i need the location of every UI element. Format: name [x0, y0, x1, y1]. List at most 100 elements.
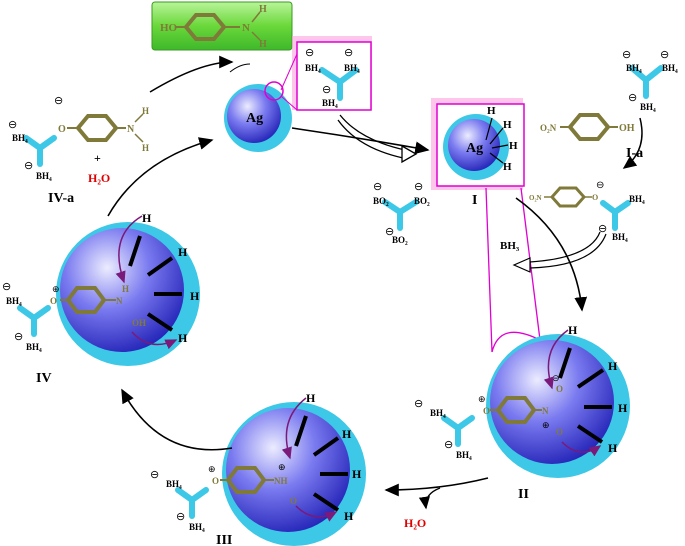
- svg-text:H: H: [618, 401, 628, 415]
- svg-text:⊖: ⊖: [660, 49, 669, 61]
- bo2-byproduct: ⊖ BO₂ ⊖ BO₂ ⊖ BO₂: [373, 181, 430, 245]
- svg-text:O: O: [58, 124, 66, 135]
- svg-text:⊕: ⊕: [52, 284, 60, 294]
- stage-III-label: III: [216, 533, 232, 546]
- svg-text:BH₄: BH₄: [189, 522, 205, 532]
- svg-text:⊖: ⊖: [54, 95, 63, 107]
- svg-text:BH₄: BH₄: [12, 133, 28, 143]
- svg-text:H: H: [342, 427, 352, 441]
- svg-text:BH₄: BH₄: [322, 98, 338, 108]
- svg-text:⊖: ⊖: [305, 47, 314, 59]
- svg-text:⊕: ⊕: [208, 464, 216, 474]
- svg-text:⊖: ⊖: [322, 84, 331, 96]
- svg-text:⊖: ⊖: [344, 47, 353, 59]
- svg-text:H: H: [608, 359, 618, 373]
- svg-text:BH₄: BH₄: [26, 342, 42, 352]
- svg-text:BH₄: BH₄: [6, 296, 22, 306]
- svg-text:OH: OH: [132, 318, 146, 328]
- svg-text:H: H: [178, 245, 188, 259]
- svg-text:Ag: Ag: [466, 141, 483, 156]
- svg-text:H: H: [259, 4, 267, 15]
- svg-text:⊖: ⊖: [8, 119, 17, 131]
- svg-text:H: H: [487, 105, 496, 117]
- svg-text:⊕: ⊕: [478, 394, 486, 404]
- svg-text:OH: OH: [619, 123, 635, 134]
- svg-text:H: H: [503, 119, 512, 131]
- svg-text:H: H: [142, 143, 149, 153]
- svg-text:BH₄: BH₄: [430, 408, 446, 418]
- svg-text:⊖: ⊖: [598, 223, 607, 235]
- stage-II-label: II: [518, 487, 529, 502]
- ag-label: Ag: [246, 111, 263, 126]
- svg-text:⊖: ⊖: [552, 373, 560, 383]
- svg-text:H: H: [190, 289, 200, 303]
- svg-text:H: H: [306, 391, 316, 405]
- svg-text:⊖: ⊖: [150, 469, 159, 481]
- svg-text:H: H: [259, 39, 267, 50]
- svg-text:⊖: ⊖: [414, 181, 423, 193]
- svg-text:BH₄: BH₄: [344, 63, 360, 73]
- svg-text:H: H: [352, 467, 362, 481]
- svg-text:⊖: ⊖: [385, 226, 394, 238]
- svg-text:BO₂: BO₂: [414, 196, 430, 206]
- svg-text:H: H: [142, 211, 152, 225]
- svg-text:H: H: [509, 140, 518, 152]
- svg-text:O₂N: O₂N: [529, 194, 542, 202]
- svg-text:O: O: [483, 406, 490, 416]
- svg-text:H: H: [142, 106, 149, 116]
- stage-III: H H H H O ⊕ NH ⊕ O III: [208, 391, 366, 546]
- svg-text:⊕: ⊕: [542, 420, 550, 430]
- svg-text:NH: NH: [274, 476, 288, 486]
- stage-IVa-label: IV-a: [48, 191, 74, 206]
- n-label: N: [242, 22, 250, 34]
- svg-text:BH₄: BH₄: [626, 63, 642, 73]
- svg-text:⊖: ⊖: [444, 439, 453, 451]
- svg-text:⊖: ⊖: [373, 181, 382, 193]
- svg-text:O: O: [290, 496, 297, 506]
- h2o-II-label: H₂O: [404, 516, 426, 530]
- nitrophenolate-bh4: O₂N O ⊖ BH₄ ⊖ BH₄: [529, 180, 645, 242]
- ag-nanoparticle: Ag: [224, 81, 292, 152]
- svg-text:H: H: [178, 331, 188, 345]
- stage-IV-label: IV: [36, 371, 52, 386]
- stage-IV: H H H H O ⊕ N H OH IV: [36, 211, 200, 386]
- stage-I: Ag H H H H I: [431, 98, 525, 208]
- svg-text:H: H: [344, 509, 354, 523]
- stage-IVa: ⊖ BH₄ ⊖ BH₄ ⊖ O N H H + H₂O IV-a: [8, 95, 149, 206]
- h2o-IVa-label: H₂O: [88, 171, 110, 185]
- svg-text:N: N: [542, 406, 549, 416]
- svg-text:BH₄: BH₄: [456, 450, 472, 460]
- svg-text:O₂N: O₂N: [540, 123, 557, 133]
- bh3-label: BH₃: [500, 240, 520, 252]
- bh4-zoom-box: ⊖ BH₄ ⊖ BH₄ ⊖ BH₄: [280, 36, 372, 111]
- svg-text:⊖: ⊖: [24, 160, 33, 172]
- svg-text:⊖: ⊖: [596, 180, 604, 191]
- svg-text:⊖: ⊖: [628, 92, 637, 104]
- bh4-reagent-topright: ⊖ BH₄ ⊖ BH₄ ⊖ BH₄: [622, 49, 678, 112]
- svg-text:+: +: [94, 151, 101, 165]
- svg-text:BH₄: BH₄: [36, 171, 52, 181]
- svg-text:BH₄: BH₄: [166, 479, 182, 489]
- svg-text:N: N: [127, 124, 135, 135]
- svg-text:O: O: [556, 427, 563, 437]
- svg-text:⊖: ⊖: [2, 281, 11, 293]
- svg-text:N: N: [116, 296, 123, 306]
- svg-text:BH₄: BH₄: [612, 232, 628, 242]
- svg-text:⊖: ⊖: [414, 398, 423, 410]
- svg-text:O: O: [556, 384, 563, 394]
- ho-label: HO: [160, 22, 178, 34]
- svg-text:O: O: [212, 476, 219, 486]
- svg-text:O: O: [592, 193, 598, 202]
- svg-text:H: H: [503, 161, 512, 173]
- svg-text:⊖: ⊖: [14, 331, 23, 343]
- svg-text:⊖: ⊖: [622, 49, 631, 61]
- svg-text:BO₂: BO₂: [373, 196, 389, 206]
- bh4-stage-IV: ⊖ BH₄ ⊖ BH₄: [2, 281, 51, 352]
- svg-text:BH₄: BH₄: [662, 63, 678, 73]
- svg-text:⊖: ⊖: [176, 511, 185, 523]
- stage-I-label: I: [472, 193, 477, 208]
- svg-text:H: H: [608, 441, 618, 455]
- svg-text:O: O: [50, 296, 57, 306]
- svg-text:BH₄: BH₄: [640, 102, 656, 112]
- bh4-stage-II: ⊖ BH₄ ⊖ BH₄: [414, 398, 475, 460]
